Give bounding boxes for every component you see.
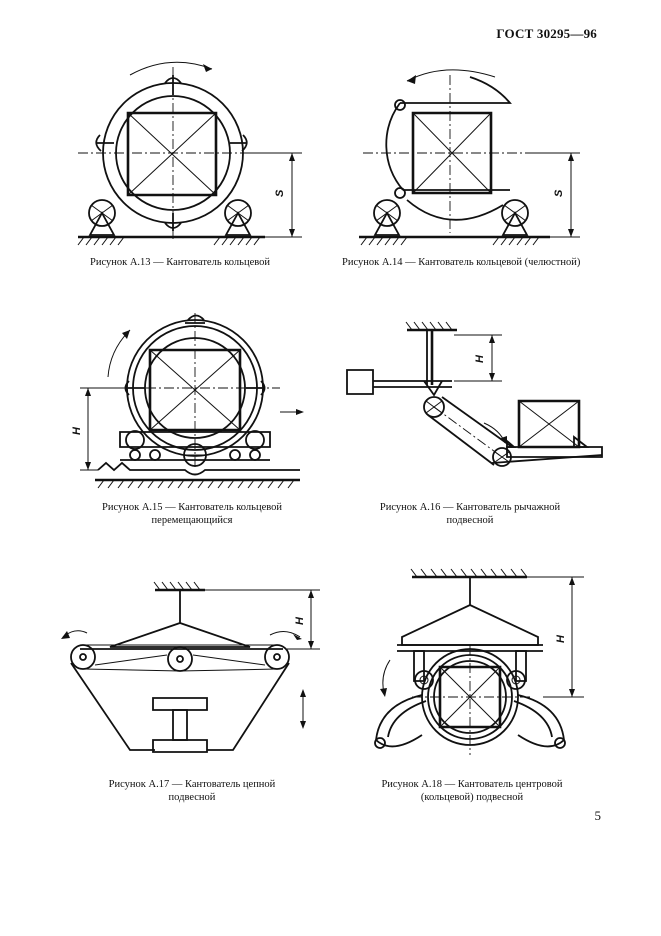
figure-a13-caption: Рисунок А.13 — Кантователь кольцевой: [90, 257, 270, 268]
figure-a18-caption-line2: (кольцевой) подвесной: [420, 792, 524, 803]
figure-a15-caption-line1: Рисунок А.15 — Кантователь кольцевой: [102, 502, 282, 513]
figure-a17-caption: Рисунок А.17 — Кантователь цепной подвес…: [92, 778, 292, 804]
figure-a15-caption: Рисунок А.15 — Кантователь кольцевой пер…: [92, 501, 292, 527]
figure-a16-dim-label: H: [474, 354, 486, 363]
figure-a13: S: [70, 55, 310, 250]
figure-a16-caption-line1: Рисунок А.16 — Кантователь рычажной: [379, 502, 561, 513]
figure-a15: H: [70, 305, 310, 495]
figure-a13-dim-label: S: [274, 189, 286, 197]
figure-a18-caption: Рисунок А.18 — Кантователь центровой (ко…: [372, 778, 572, 804]
figure-a17-caption-line1: Рисунок А.17 — Кантователь цепной: [108, 779, 276, 790]
figure-a15-drawing: H: [71, 305, 304, 495]
figure-a18-dim-label: H: [555, 634, 567, 643]
figure-a14-dim-label: S: [553, 189, 565, 197]
figure-a16-drawing: H: [342, 315, 607, 485]
figure-a17-dim-label: H: [294, 616, 306, 625]
figure-a15-dim-label: H: [71, 426, 83, 435]
figure-a18: H: [362, 565, 592, 765]
figure-a16-caption: Рисунок А.16 — Кантователь рычажной подв…: [370, 501, 570, 527]
document-header: ГОСТ 30295—96: [496, 26, 597, 41]
figure-a17-drawing: H: [61, 575, 325, 765]
figure-a17-caption-line2: подвесной: [168, 792, 216, 803]
figure-a18-drawing: H: [362, 565, 592, 765]
figure-a16-caption-line2: подвесной: [446, 515, 494, 526]
figure-a14-caption: Рисунок А.14 — Кантователь кольцевой (че…: [342, 257, 581, 268]
figure-a17: H: [55, 575, 325, 765]
figure-a16: H: [342, 315, 607, 485]
figure-a14: S: [345, 55, 585, 250]
figure-a13-drawing: S: [70, 55, 310, 250]
page-number: 5: [594, 808, 602, 823]
figure-a18-caption-line1: Рисунок А.18 — Кантователь центровой: [381, 779, 563, 790]
figure-a14-drawing: S: [345, 55, 585, 250]
figure-a15-caption-line2: перемещающийся: [151, 515, 233, 526]
